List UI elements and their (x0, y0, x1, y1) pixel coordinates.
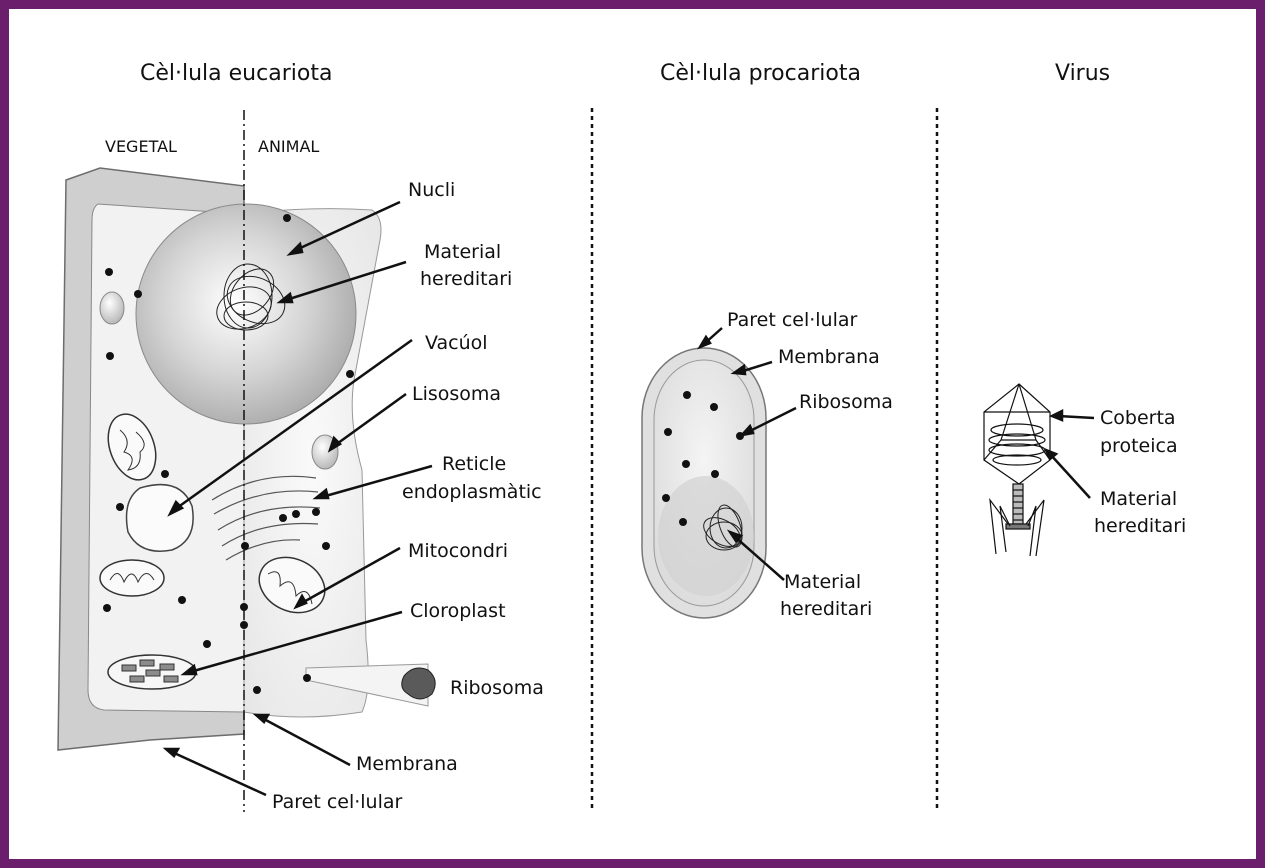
virus-label-coat-1: Coberta (1100, 407, 1176, 429)
title-virus: Virus (1055, 61, 1110, 86)
virus-arrows (1046, 411, 1094, 498)
prokaryote-label-ribosome: Ribosoma (799, 391, 893, 413)
title-eukaryote: Cèl·lula eucariota (140, 61, 332, 86)
label-animal-side: ANIMAL (258, 137, 319, 156)
prokaryote-label-wall: Paret cel·lular (727, 309, 858, 331)
label-mitochondrion: Mitocondri (408, 540, 508, 562)
plant-vesicle (100, 292, 124, 324)
prokaryote-label-membrane: Membrana (778, 346, 880, 368)
label-hereditary-2: hereditari (420, 268, 512, 290)
label-cell-wall: Paret cel·lular (272, 791, 403, 813)
label-er-2: endoplasmàtic (402, 481, 542, 503)
virus-label-coat-2: proteica (1100, 435, 1178, 457)
vacuole (127, 485, 194, 552)
label-er-1: Reticle (442, 453, 506, 475)
chloroplast (108, 655, 196, 689)
prokaryote-label-hereditary-2: hereditari (780, 598, 872, 620)
label-nucleus: Nucli (408, 179, 455, 201)
label-plant-side: VEGETAL (105, 137, 177, 156)
prokaryote-label-hereditary-1: Material (784, 571, 861, 593)
virus-bacteriophage (984, 384, 1050, 556)
label-ribosome: Ribosoma (450, 677, 544, 699)
label-lysosome: Lisosoma (412, 383, 501, 405)
label-vacuole: Vacúol (425, 332, 488, 354)
virus-label-hereditary-1: Material (1100, 488, 1177, 510)
label-chloroplast: Cloroplast (410, 600, 506, 622)
title-prokaryote: Cèl·lula procariota (660, 61, 861, 86)
label-hereditary-1: Material (424, 241, 501, 263)
virus-label-hereditary-2: hereditari (1094, 515, 1186, 537)
label-membrane: Membrana (356, 753, 458, 775)
